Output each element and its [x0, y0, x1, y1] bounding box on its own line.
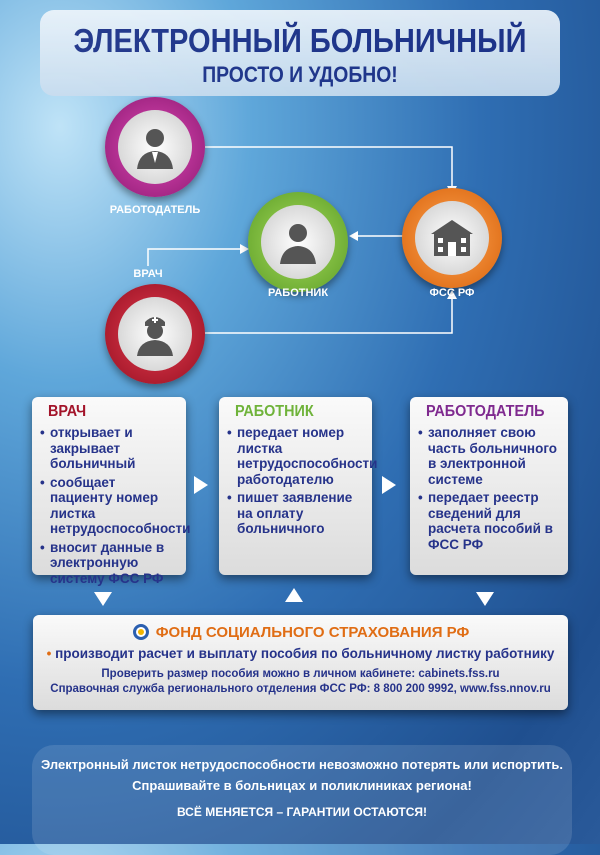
worker-icon: [280, 224, 316, 264]
fss-logo-icon: [132, 624, 149, 640]
employer-circle: [105, 97, 205, 197]
arrow-right-icon: [382, 476, 396, 494]
page-title: ЭЛЕКТРОННЫЙ БОЛЬНИЧНЫЙ: [73, 22, 527, 59]
arrow-doctor-to-fss: [205, 294, 453, 334]
arrow-down-icon: [94, 592, 112, 606]
doctor-label: ВРАЧ: [133, 268, 163, 280]
arrow-up-icon: [285, 588, 303, 602]
card-title: ВРАЧ: [48, 403, 87, 420]
fss-label: ФСС РФ: [429, 287, 475, 299]
card-worker: РАБОТНИК передает номер листка нетрудосп…: [219, 397, 377, 575]
footer-slogan: ВСЁ МЕНЯЕТСЯ – ГАРАНТИИ ОСТАЮТСЯ!: [176, 805, 428, 819]
fss-duty: производит расчет и выплату пособия по б…: [55, 646, 555, 661]
list-item: открывает и закрывает больничный: [40, 425, 178, 472]
footer-banner: Электронный листок нетрудоспособности не…: [32, 745, 572, 855]
card-title: РАБОТНИК: [235, 403, 314, 420]
footer-line-1: Электронный листок нетрудоспособности не…: [41, 757, 563, 772]
arrow-doctor-to-worker: [147, 248, 244, 266]
worker-label: РАБОТНИК: [267, 287, 329, 299]
card-doctor: ВРАЧ открывает и закрывает больничный со…: [32, 397, 190, 586]
list-item: пишет заявление на оплату больничного: [227, 490, 364, 537]
helpline-info: Справочная служба регионального отделени…: [50, 683, 551, 695]
footer-line-2: Спрашивайте в больницах и поликлиниках р…: [132, 778, 472, 793]
page-subtitle: ПРОСТО И УДОБНО!: [202, 62, 398, 87]
list-item: вносит данные в электронную систему ФСС …: [40, 540, 178, 587]
cabinet-info: Проверить размер пособия можно в личном …: [101, 668, 500, 680]
fss-info-box: ФОНД СОЦИАЛЬНОГО СТРАХОВАНИЯ РФ • произв…: [33, 615, 568, 710]
worker-circle: [248, 192, 348, 292]
fss-circle: [402, 188, 502, 288]
list-item: сообщает пациенту номер листка нетрудосп…: [40, 475, 190, 537]
businessman-icon: [137, 129, 173, 169]
building-icon: [431, 220, 473, 256]
employer-label: РАБОТОДАТЕЛЬ: [109, 204, 201, 216]
list-item: передает реестр сведений для расчета пос…: [418, 490, 560, 552]
card-title: РАБОТОДАТЕЛЬ: [426, 403, 545, 420]
arrow-down-icon: [476, 592, 494, 606]
arrow-right-icon: [194, 476, 208, 494]
card-employer: РАБОТОДАТЕЛЬ заполняет свою часть больни…: [410, 397, 568, 575]
fss-title: ФОНД СОЦИАЛЬНОГО СТРАХОВАНИЯ РФ: [155, 623, 470, 641]
list-item: передает номер листка нетрудоспособности…: [227, 425, 377, 487]
nurse-icon: [137, 317, 173, 356]
arrow-employer-to-fss: [205, 146, 453, 190]
doctor-circle: [105, 284, 205, 384]
list-item: заполняет свою часть больничного в элект…: [418, 425, 560, 487]
title-banner: ЭЛЕКТРОННЫЙ БОЛЬНИЧНЫЙ ПРОСТО И УДОБНО!: [40, 10, 560, 96]
